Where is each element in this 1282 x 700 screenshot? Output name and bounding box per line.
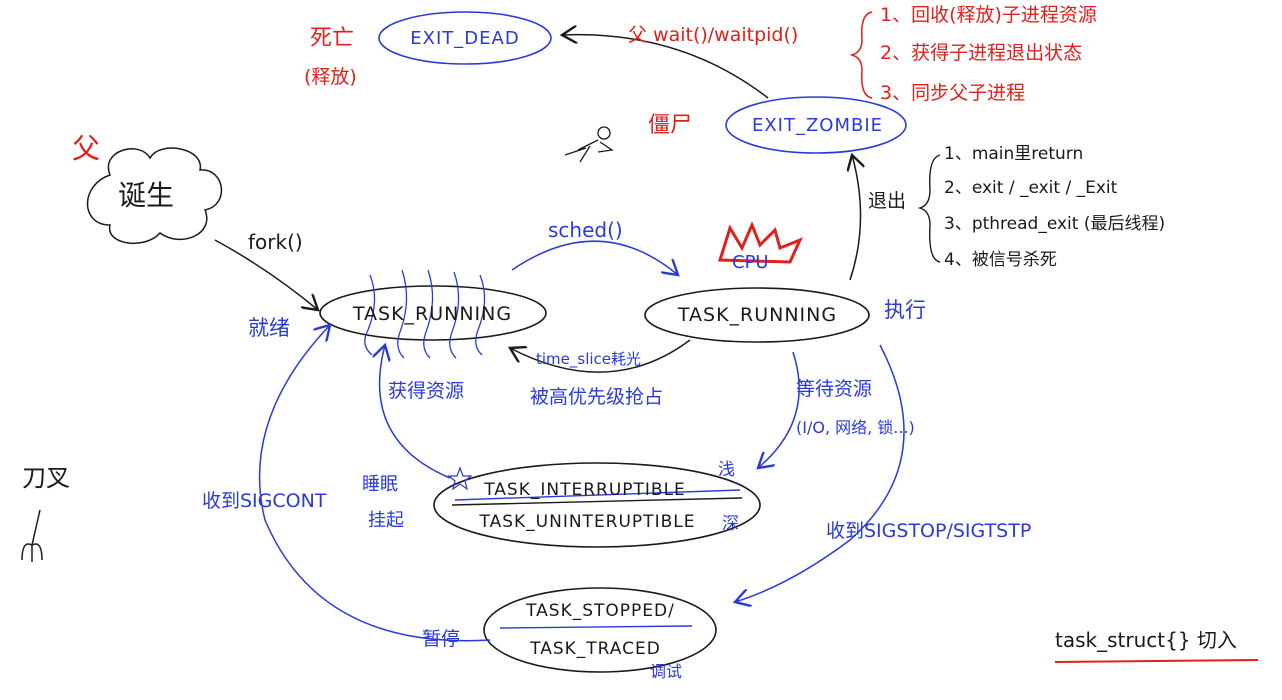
acquire-label: 获得资源 [388, 380, 465, 402]
task-running-ready-label: TASK_RUNNING [352, 303, 513, 325]
stopped-ellipse [483, 587, 717, 673]
stopped-divider [499, 625, 693, 629]
sleep-label: 睡眠 [362, 474, 398, 495]
uninterruptible-label: TASK_UNINTERUPTIBLE [479, 512, 696, 532]
exit-reason-2: 2、exit / _exit / _Exit [944, 178, 1118, 198]
ready-label: 就绪 [248, 316, 290, 340]
cpu-burst [717, 221, 803, 264]
reap-note-3: 3、同步父子进程 [880, 82, 1026, 104]
task-running-ready-ellipse [319, 285, 547, 341]
death-label: 死亡 [310, 26, 355, 51]
exit-arrow-label: 退出 [868, 190, 907, 212]
wait-detail-label: (I/O, 网络, 锁...) [796, 418, 915, 437]
exit-zombie-label: EXIT_ZOMBIE [751, 114, 884, 136]
parent-top-label: 父 [72, 132, 101, 165]
exit-reason-1: 1、main里return [944, 144, 1084, 164]
zombie-figure-icon [564, 126, 614, 163]
exit-dead-ellipse [378, 11, 552, 65]
task-struct-label: task_struct{} 切入 [1055, 628, 1237, 652]
preempt-label: 被高优先级抢占 [530, 386, 664, 408]
fork-tool-label: 刀叉 [22, 464, 70, 492]
acquire-arrow [380, 345, 451, 479]
birth-label: 诞生 [118, 179, 175, 212]
task-running-exec-ellipse [644, 287, 870, 343]
ready-queue-squiggles [364, 269, 486, 359]
stopped-label: TASK_STOPPED/ [526, 601, 675, 621]
reap-note-2: 2、获得子进程退出状态 [880, 42, 1083, 64]
sigstop-arrow [735, 344, 905, 602]
exit-reason-3: 3、pthread_exit (最后线程) [944, 214, 1166, 234]
interruptible-divider [451, 497, 743, 506]
exit-zombie-ellipse [725, 96, 907, 154]
time-slice-arrow [510, 339, 691, 373]
fork-arrow [214, 239, 318, 310]
cpu-label: CPU [732, 252, 769, 273]
reap-brace [849, 11, 873, 99]
fork-tool-icon [21, 509, 43, 562]
sched-arrow [511, 240, 678, 275]
exit-reason-4: 4、被信号杀死 [944, 250, 1057, 270]
zombie-cn-label: 僵尸 [648, 113, 693, 138]
interruptible-underline [454, 489, 741, 501]
reap-note-1: 1、回收(释放)子进程资源 [880, 4, 1097, 26]
task-struct-underline [1054, 659, 1259, 663]
release-label: (释放) [304, 66, 357, 88]
sched-label: sched() [548, 218, 623, 242]
deep-label: 深 [722, 514, 739, 534]
interruptible-ellipse [433, 462, 761, 548]
wait-resource-label: 等待资源 [796, 378, 873, 400]
task-running-exec-label: TASK_RUNNING [677, 304, 838, 326]
fork-label: fork() [248, 230, 303, 254]
wait-resource-arrow [758, 351, 800, 468]
shallow-label: 浅 [718, 460, 735, 480]
exit-dead-label: EXIT_DEAD [410, 27, 520, 49]
wait-arrow [562, 35, 769, 99]
exit-reason-brace [917, 154, 941, 263]
execute-label: 执行 [884, 298, 926, 322]
time-slice-label: time_slice耗光 [536, 350, 642, 368]
traced-label: TASK_TRACED [530, 639, 661, 659]
suspend-label: 挂起 [368, 510, 404, 531]
birth-cloud [86, 147, 222, 245]
star-mark-icon [447, 466, 473, 491]
parent-wait-label: 父 wait()/waitpid() [628, 24, 799, 46]
pause-label: 暂停 [422, 628, 461, 650]
exit-arrow [850, 155, 861, 281]
sigstop-label: 收到SIGSTOP/SIGTSTP [826, 520, 1032, 542]
sigcont-arrow [258, 325, 491, 642]
sigcont-label: 收到SIGCONT [202, 490, 327, 512]
interruptible-label: TASK_INTERRUPTIBLE [484, 480, 686, 500]
debug-label: 调试 [650, 662, 683, 681]
